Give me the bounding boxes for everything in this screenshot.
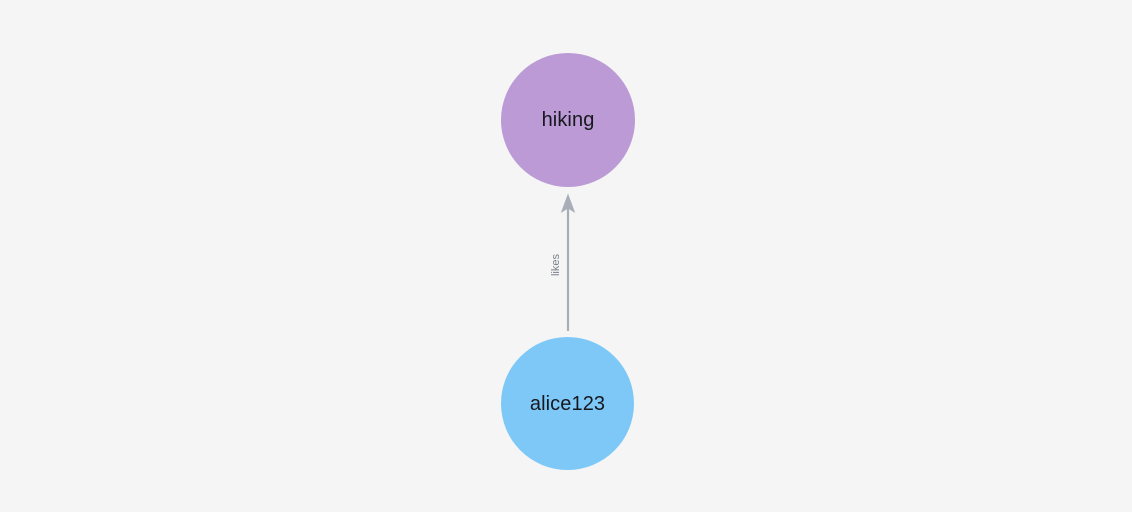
graph-node-alice123-label: alice123 bbox=[529, 392, 606, 415]
arrowhead-icon bbox=[560, 193, 576, 213]
graph-node-hiking-label: hiking bbox=[541, 109, 595, 131]
edge-alice123-likes-hiking[interactable] bbox=[560, 193, 576, 332]
edge-label-likes: likes bbox=[550, 253, 562, 277]
graph-node-alice123[interactable]: alice123 bbox=[501, 337, 634, 470]
graph-node-hiking[interactable]: hiking bbox=[501, 53, 635, 187]
